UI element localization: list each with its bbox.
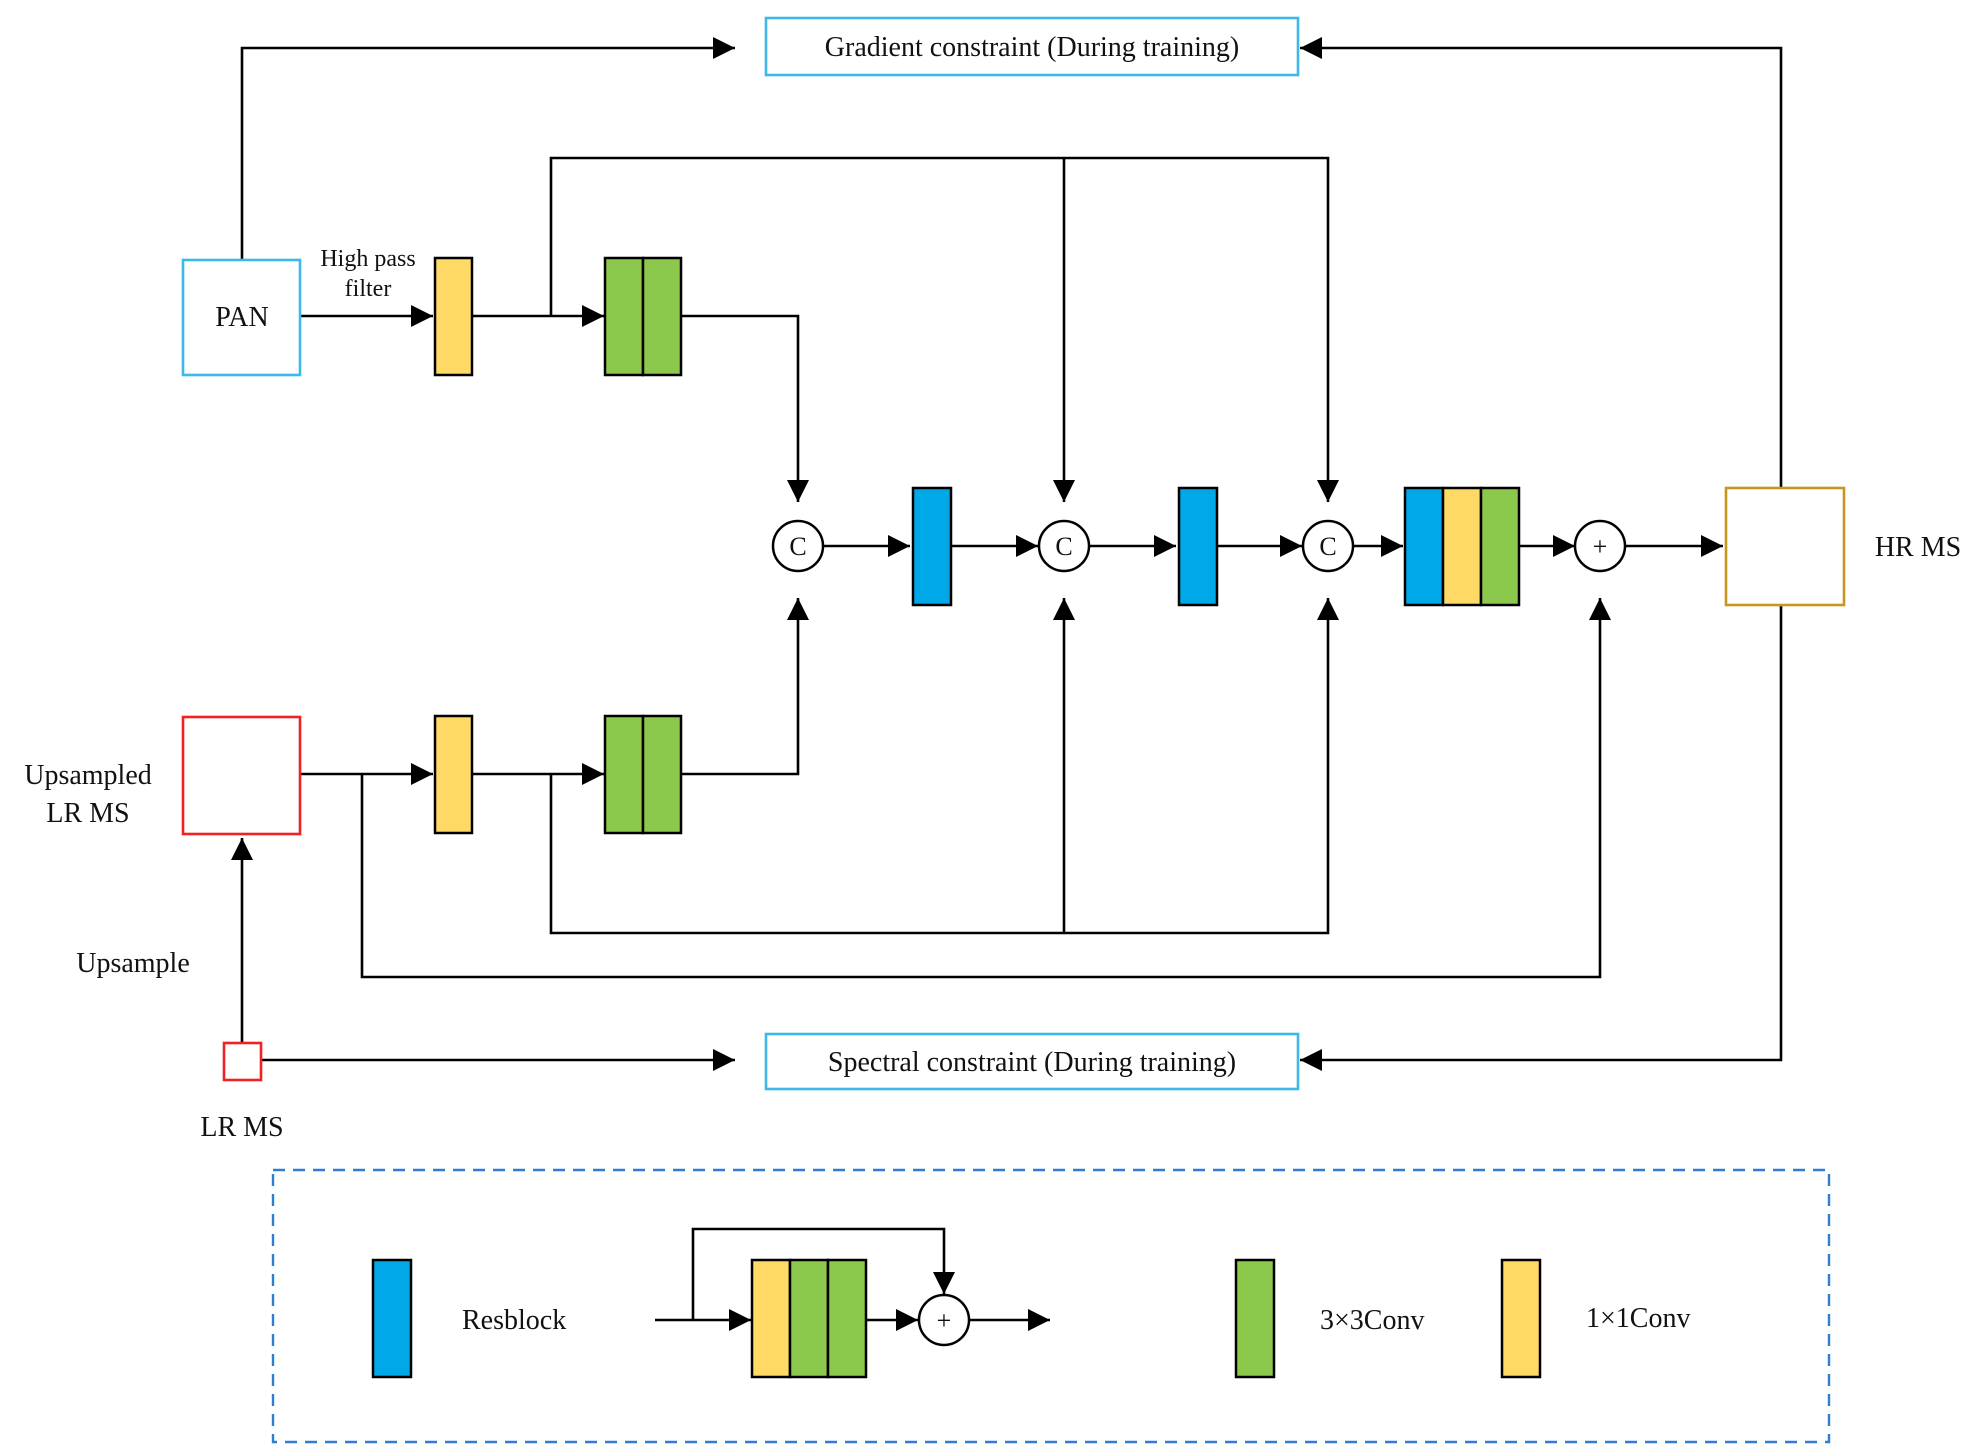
wire-pan-to-gradient bbox=[240, 37, 735, 260]
wire-ms-conv-to-concat1 bbox=[680, 598, 809, 776]
legend-add-node: + bbox=[917, 1293, 971, 1347]
resblock-2 bbox=[1177, 486, 1219, 607]
tail-block-res-conv1-conv3 bbox=[1403, 486, 1521, 607]
resblock-1 bbox=[911, 486, 953, 607]
upsampled-label-line1: Upsampled bbox=[24, 760, 152, 791]
wire-pan-conv-to-concat1 bbox=[680, 314, 809, 502]
lrms-box bbox=[222, 1041, 263, 1082]
gradient-constraint-box: Gradient constraint (During training) bbox=[764, 16, 1300, 77]
svg-text:C: C bbox=[1319, 532, 1336, 561]
ms-conv1x1 bbox=[433, 714, 474, 835]
legend-wire-skip bbox=[691, 1227, 955, 1320]
ms-conv3x3-pair bbox=[603, 714, 683, 835]
wire-hrms-to-gradient bbox=[1300, 37, 1783, 488]
pan-high-pass-conv1x1 bbox=[433, 256, 474, 377]
legend-conv1-label: 1×1Conv bbox=[1586, 1303, 1690, 1334]
concat-node-3: C bbox=[1301, 519, 1355, 573]
legend-res-conv1 bbox=[750, 1258, 792, 1379]
legend-resblock-label: Resblock bbox=[462, 1305, 566, 1336]
legend-conv1-swatch bbox=[1500, 1258, 1542, 1379]
legend-res-conv3-b bbox=[826, 1258, 868, 1379]
svg-text:C: C bbox=[1055, 532, 1072, 561]
wires bbox=[231, 37, 1783, 1071]
upsample-label: Upsample bbox=[76, 948, 190, 979]
lrms-label: LR MS bbox=[200, 1112, 283, 1143]
svg-text:+: + bbox=[937, 1306, 952, 1335]
pan-box: PAN bbox=[181, 258, 302, 377]
add-node-main: + bbox=[1573, 519, 1627, 573]
legend-resblock-swatch bbox=[371, 1258, 413, 1379]
svg-text:C: C bbox=[789, 532, 806, 561]
upsampled-label-line2: LR MS bbox=[46, 798, 129, 829]
legend: Resblock + 3×3Conv 1×1Conv bbox=[271, 1168, 1831, 1444]
concat-node-2: C bbox=[1037, 519, 1091, 573]
wire-ms-residual-to-add bbox=[360, 598, 1611, 979]
wire-hrms-to-spectral bbox=[1300, 604, 1783, 1071]
hrms-label: HR MS bbox=[1875, 532, 1961, 563]
svg-text:+: + bbox=[1593, 532, 1608, 561]
wire-pan-skip-to-concat3 bbox=[549, 156, 1339, 502]
legend-res-conv3-a bbox=[788, 1258, 830, 1379]
gradient-constraint-label: Gradient constraint (During training) bbox=[825, 32, 1239, 63]
pan-conv3x3-pair bbox=[603, 256, 683, 377]
high-pass-label-line2: filter bbox=[345, 276, 392, 302]
hrms-box bbox=[1724, 486, 1846, 607]
concat-node-1: C bbox=[771, 519, 825, 573]
legend-frame bbox=[271, 1168, 1831, 1444]
legend-conv3-label: 3×3Conv bbox=[1320, 1305, 1424, 1336]
spectral-constraint-box: Spectral constraint (During training) bbox=[764, 1032, 1300, 1091]
spectral-constraint-label: Spectral constraint (During training) bbox=[828, 1047, 1236, 1078]
high-pass-label-line1: High pass bbox=[320, 246, 415, 272]
upsampled-lrms-box bbox=[181, 715, 302, 836]
wire-ms-skip-to-concat3 bbox=[549, 598, 1339, 935]
legend-conv3-swatch bbox=[1234, 1258, 1276, 1379]
pan-label: PAN bbox=[215, 302, 268, 333]
